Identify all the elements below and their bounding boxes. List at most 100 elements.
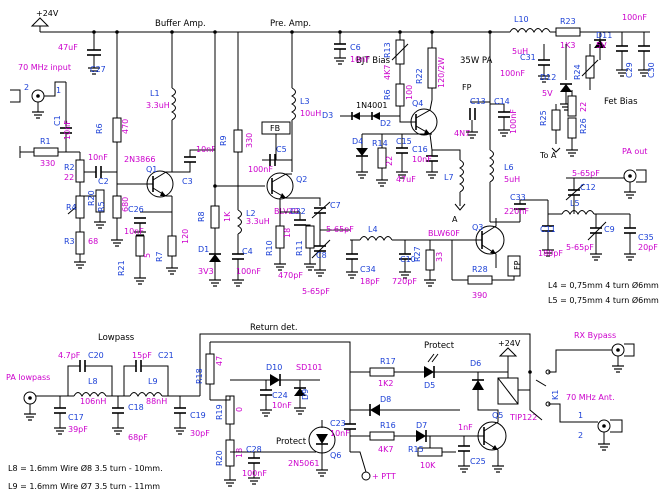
- r10-value: 18: [283, 228, 292, 238]
- r19-value: 0: [235, 407, 244, 412]
- r3-ref: R3: [64, 237, 75, 246]
- inductor-l5: L5: [548, 199, 630, 216]
- c29-ref: C29: [625, 62, 634, 78]
- diode-d9: D9: [293, 380, 310, 415]
- pa-out-label: PA out: [622, 147, 647, 156]
- fet-bias-title: Fet Bias: [604, 97, 638, 107]
- d5-ref: D5: [424, 381, 435, 390]
- capacitor-c25: C25 1nF: [457, 423, 486, 473]
- lowpass-title: Lowpass: [98, 333, 135, 343]
- ptt-input[interactable]: + PTT: [350, 451, 396, 481]
- r25-ref: R25: [539, 110, 548, 126]
- capacitor-c5: C5 100nF: [248, 145, 292, 174]
- capacitor-c14: C14 100nF: [489, 32, 518, 137]
- q4-ref: Q4: [412, 99, 423, 108]
- l4-ref: L4: [368, 225, 378, 234]
- c21-ref: C21: [158, 351, 174, 360]
- c5-ref: C5: [276, 145, 287, 154]
- c15-value: 47uF: [396, 175, 416, 184]
- d9-ref: D9: [301, 389, 310, 400]
- capacitor-c35: C35 20pF: [623, 214, 658, 261]
- inductor-l10: L10 5uH: [509, 15, 556, 56]
- capacitor-c33: C33 220nF: [504, 193, 548, 222]
- resistor-r7: R7 120: [155, 229, 190, 275]
- resistor-r15: R15 10K: [408, 436, 456, 470]
- c3-ref: C3: [182, 177, 193, 186]
- c27-ref: C27: [90, 65, 106, 74]
- resistor-r18: R18 47: [195, 342, 224, 400]
- pa-lowpass-label: PA lowpass: [6, 373, 50, 382]
- c16-ref: C16: [412, 145, 428, 154]
- d12-value: 5V: [542, 89, 553, 98]
- l10-value: 5uH: [512, 47, 528, 56]
- r17-value: 1K2: [378, 379, 393, 388]
- capacitor-c4: C4 100nF: [231, 246, 261, 287]
- c27-value: 47uF: [58, 43, 78, 52]
- capacitor-c13: C13 4N7: [454, 97, 490, 139]
- r18-ref: R18: [195, 368, 204, 384]
- l8-ref: L8: [88, 377, 98, 386]
- led-d5: D5: [424, 353, 478, 390]
- resistor-r23: R23 1K3: [555, 17, 581, 50]
- r1-value: 330: [40, 159, 55, 168]
- protect1-title: Protect: [424, 341, 455, 351]
- inductor-l1: L1 3.3uH: [146, 32, 176, 172]
- c35-ref: C35: [638, 233, 654, 242]
- r26-ref: R26: [579, 118, 588, 134]
- r23-ref: R23: [560, 17, 576, 26]
- c14-ref: C14: [494, 97, 510, 106]
- c19-value: 30pF: [190, 429, 210, 438]
- diode-d7: D7: [416, 421, 476, 442]
- note-l4: L4 = 0,75mm 4 turn Ø6mm: [548, 280, 659, 290]
- resistor-r6: R6 470: [95, 32, 130, 196]
- c8-ref: C8: [316, 251, 327, 260]
- rx-bypass-connector[interactable]: RX Bypass: [548, 331, 635, 373]
- r9-ref: R9: [219, 135, 228, 146]
- l9-ref: L9: [148, 377, 158, 386]
- c5-value: 100nF: [248, 165, 273, 174]
- q5-ref: Q5: [492, 411, 503, 420]
- l5-ref: L5: [570, 199, 580, 208]
- c23-value: 10nF: [330, 429, 350, 438]
- r22-value: 120/2W: [437, 57, 446, 88]
- c34-ref: C34: [360, 265, 376, 274]
- resistor-r4: R4: [66, 195, 85, 232]
- c24-value: 10nF: [272, 401, 292, 410]
- c31-value: 100nF: [500, 69, 525, 78]
- diode-d1: D1 3V3: [198, 245, 222, 287]
- l10-ref: L10: [514, 15, 529, 24]
- r5-value: 680: [121, 197, 130, 212]
- r8-value: 1K: [223, 211, 232, 222]
- r6-value: 470: [121, 119, 130, 134]
- r13-value: 4K7: [383, 65, 392, 80]
- c19-ref: C19: [190, 411, 206, 420]
- fp-label: FP: [462, 83, 472, 92]
- q1-ref: Q1: [146, 165, 157, 174]
- rr-value: 100: [405, 85, 414, 100]
- rx-bypass-label: RX Bypass: [574, 331, 616, 340]
- c4-ref: C4: [242, 247, 253, 256]
- capacitor-c24: C24 10nF: [259, 380, 292, 417]
- r7-value: 120: [181, 229, 190, 244]
- r7-ref: R7: [155, 251, 164, 262]
- d12-ref: D12: [540, 73, 556, 82]
- d11-value: 5V: [596, 41, 607, 50]
- connector-pa-lowpass[interactable]: PA lowpass: [6, 373, 60, 421]
- resistor-r14: R14 22: [362, 133, 432, 187]
- ptt-label: + PTT: [372, 472, 396, 481]
- transistor-q3: Q3: [472, 218, 520, 268]
- l8-value: 106nH: [80, 397, 106, 406]
- c17-value: 39pF: [68, 425, 88, 434]
- c4-value: 100nF: [236, 267, 261, 276]
- d3-ref: D3: [322, 111, 333, 120]
- note-l5: L5 = 0,75mm 4 turn Ø6mm: [548, 295, 659, 305]
- input-connector[interactable]: 70 MHz input 2 1: [10, 63, 71, 119]
- q6-type: 2N5061: [288, 459, 319, 468]
- bjt-bias-title: BJT Bias: [356, 56, 391, 66]
- d6-ref: D6: [470, 359, 481, 368]
- r23-value: 1K3: [560, 41, 575, 50]
- thyristor-q6: Q6 2N5061: [254, 420, 341, 477]
- antenna-connector[interactable]: 70 MHz Ant. 1 2: [548, 393, 623, 451]
- ant-pin1: 1: [578, 411, 583, 420]
- output-connector-pa[interactable]: PA out: [620, 147, 647, 199]
